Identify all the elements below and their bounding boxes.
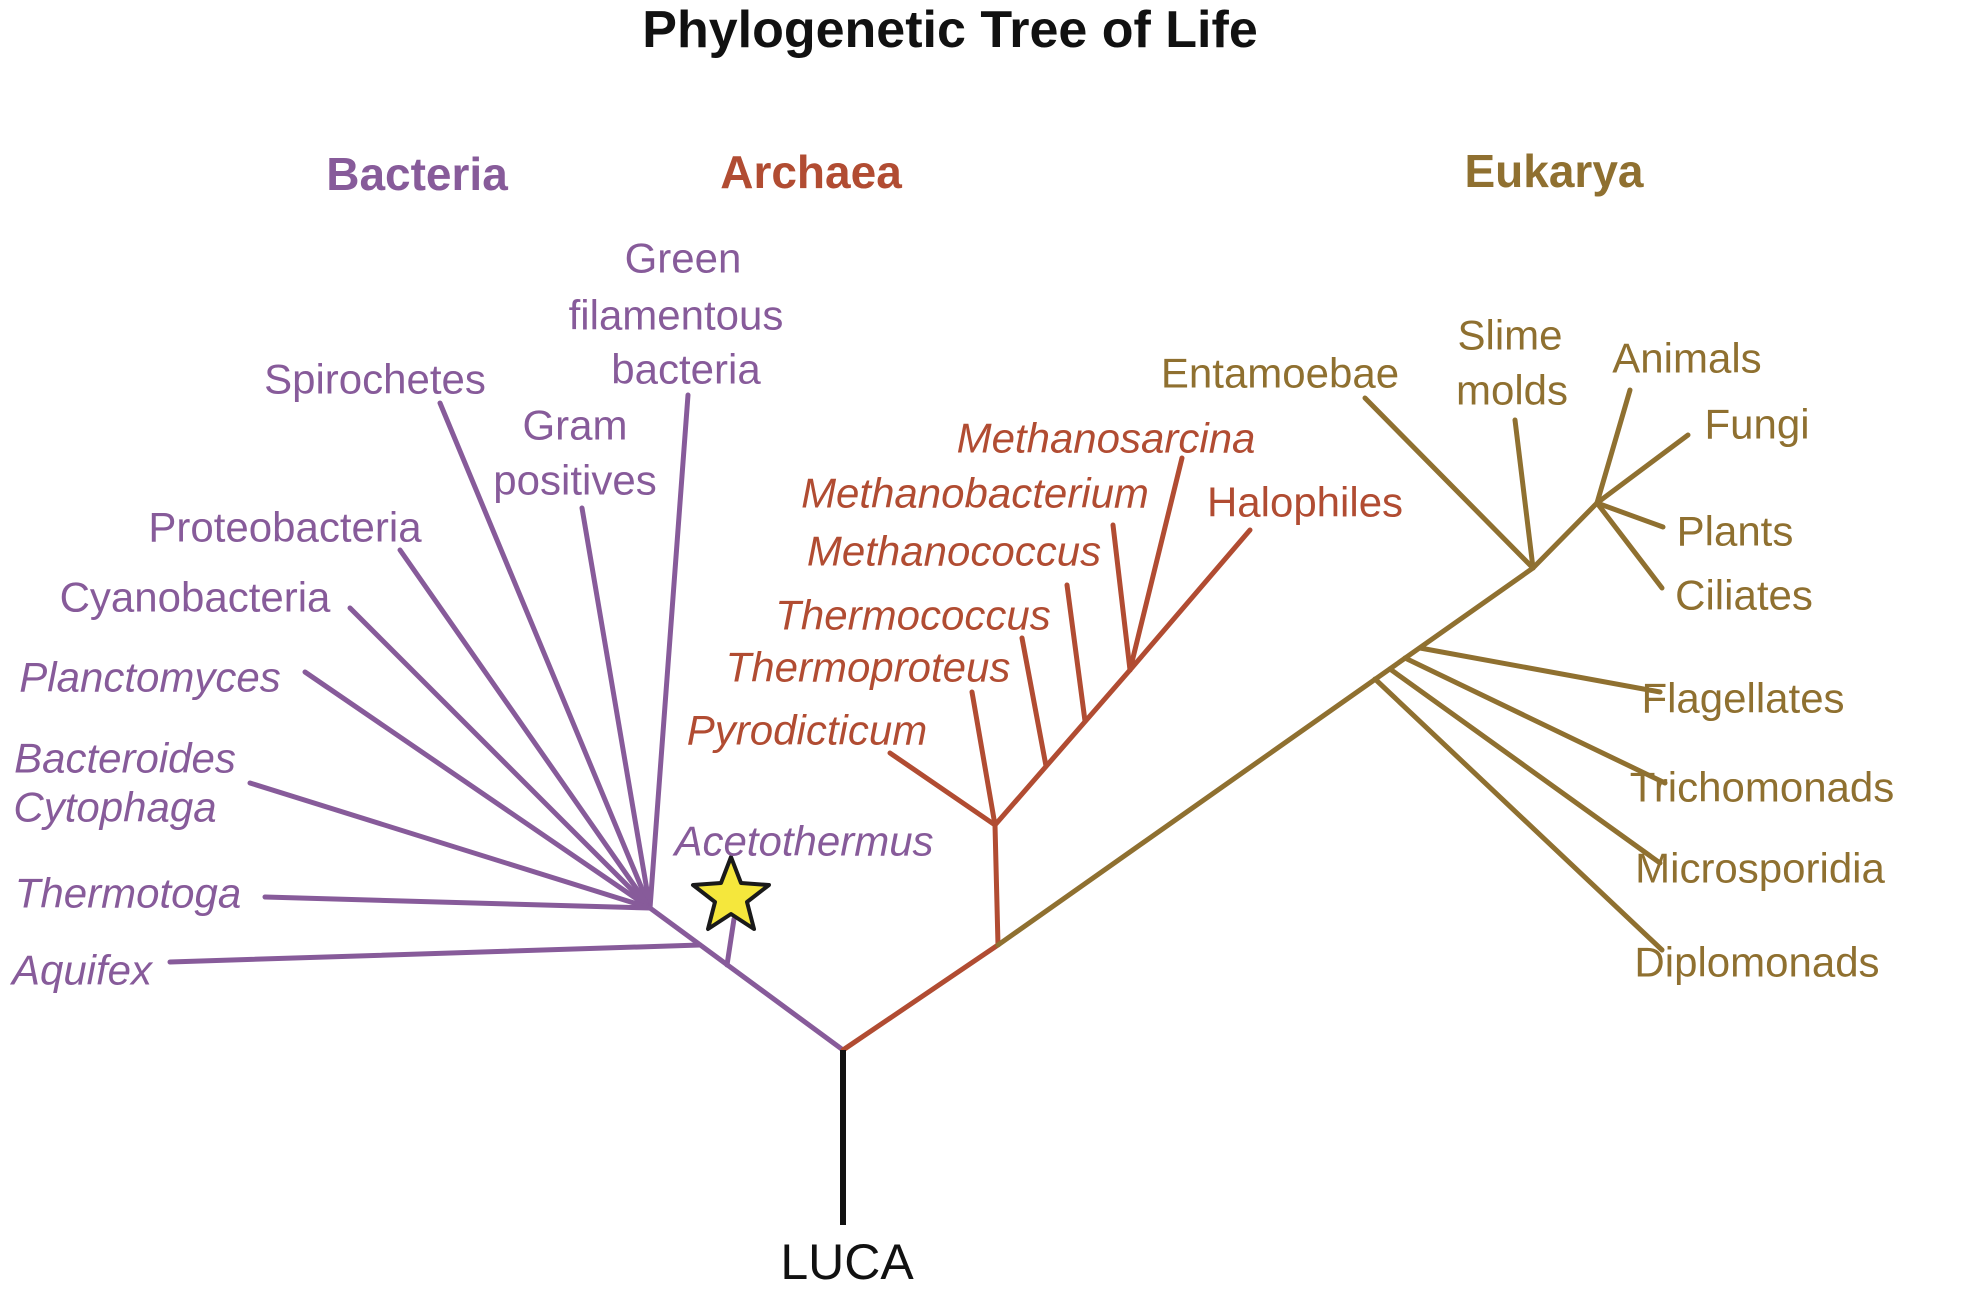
branch-fungi [1594, 432, 1691, 506]
header-eukarya: Eukarya [1464, 145, 1643, 197]
branch-planctomyces [302, 669, 653, 911]
label-planctomyces: Planctomyces [19, 654, 280, 701]
bacteria-branches [167, 392, 846, 1053]
archaea-fan-branch [992, 667, 1133, 828]
label-pyrodicticum: Pyrodicticum [687, 707, 927, 754]
label-methanosarcina: Methanosarcina [957, 415, 1256, 462]
branch-bacteroides-cytophaga [247, 780, 653, 911]
label-spirochetes: Spirochetes [264, 356, 486, 403]
label-aquifex: Aquifex [9, 947, 154, 994]
branch-slime-molds [1512, 417, 1536, 571]
bacteria-trunk [647, 905, 846, 1053]
branch-trichomonads [1402, 655, 1668, 786]
archaea-labels: Archaea Methanosarcina Methanobacterium … [687, 146, 1403, 754]
header-archaea: Archaea [720, 146, 902, 198]
branch-cyanobacteria [347, 605, 653, 911]
branch-animals [1594, 387, 1633, 506]
label-acetothermus: Acetothermus [671, 818, 933, 865]
branch-gram-positives [579, 505, 653, 911]
branch-proteobacteria [397, 547, 653, 911]
label-bacteroides: Bacteroides [14, 735, 236, 782]
branch-methanococcus [1064, 582, 1088, 724]
branch-thermococcus [1019, 635, 1049, 769]
label-methanobacterium: Methanobacterium [801, 470, 1149, 517]
branch-spirochetes [437, 400, 653, 911]
label-flagellates: Flagellates [1641, 675, 1844, 722]
label-proteobacteria: Proteobacteria [148, 504, 422, 551]
label-ciliates: Ciliates [1675, 572, 1813, 619]
figure-title: Phylogenetic Tree of Life [642, 1, 1257, 59]
branch-entamoebae [1362, 395, 1536, 571]
label-microsporidia: Microsporidia [1635, 845, 1885, 892]
label-animals: Animals [1612, 335, 1761, 382]
label-slime-molds-line1: Slime [1457, 312, 1562, 359]
label-methanococcus: Methanococcus [807, 528, 1101, 575]
label-entamoebae: Entamoebae [1161, 350, 1399, 397]
label-diplomonads: Diplomonads [1634, 939, 1879, 986]
branch-plants [1594, 500, 1666, 530]
branch-acetothermus [724, 916, 737, 968]
label-thermococcus: Thermococcus [775, 592, 1050, 639]
label-green-filamentous-line3: bacteria [611, 346, 761, 393]
label-plants: Plants [1677, 508, 1794, 555]
label-cyanobacteria: Cyanobacteria [60, 574, 331, 621]
label-cytophaga: Cytophaga [13, 784, 216, 831]
branch-methanosarcina [1127, 455, 1185, 673]
branch-methanobacterium [1110, 522, 1133, 673]
branch-diplomonads [1372, 676, 1665, 953]
label-fungi: Fungi [1704, 401, 1809, 448]
branch-thermotoga [262, 894, 653, 911]
eukarya-branches [995, 387, 1691, 953]
branch-pyrodicticum [887, 750, 998, 828]
label-green-filamentous-line2: filamentous [569, 292, 784, 339]
label-thermoproteus: Thermoproteus [726, 644, 1011, 691]
branch-ciliates [1594, 500, 1665, 591]
label-luca: LUCA [780, 1234, 914, 1290]
archaea-branches [840, 455, 1253, 1053]
label-trichomonads: Trichomonads [1630, 764, 1895, 811]
branch-aquifex [167, 942, 703, 965]
label-green-filamentous-line1: Green [625, 235, 742, 282]
branch-microsporidia [1387, 666, 1663, 866]
label-halophiles: Halophiles [1207, 479, 1403, 526]
label-thermotoga: Thermotoga [15, 870, 241, 917]
acetothermus-marker [691, 855, 771, 931]
branch-green-filamentous-bacteria [647, 392, 691, 911]
branch-thermoproteus [969, 689, 998, 828]
star-icon [691, 855, 771, 931]
header-bacteria: Bacteria [326, 148, 508, 200]
bacteria-labels: Bacteria Green filamentous bacteria Spir… [9, 148, 934, 994]
label-gram-positives-line2: positives [493, 457, 656, 504]
branch-halophiles [1127, 527, 1253, 673]
label-slime-molds-line2: molds [1456, 367, 1568, 414]
branch-flagellates [1417, 645, 1663, 695]
eukarya-labels: Eukarya Entamoebae Slime molds Animals F… [1161, 145, 1894, 986]
label-gram-positives-line1: Gram [523, 402, 628, 449]
